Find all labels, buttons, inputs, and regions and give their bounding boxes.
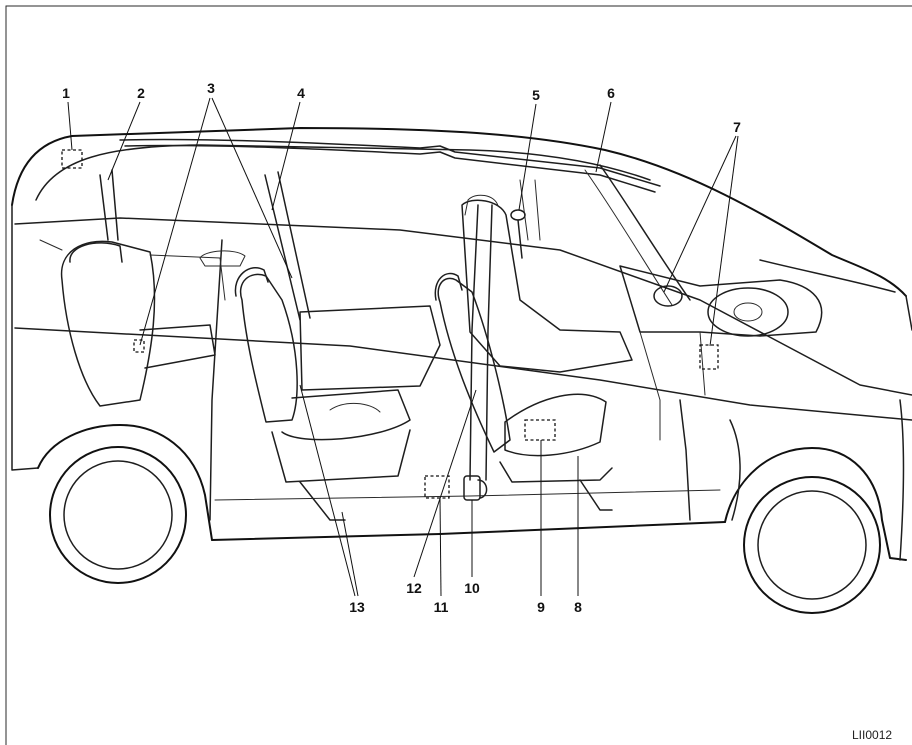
windshield-pillar: [599, 164, 691, 301]
steering-wheel: [707, 287, 789, 337]
dashboard-outline: [619, 265, 823, 337]
front-far-backrest: [461, 199, 633, 373]
third-row-seat: [39, 239, 226, 407]
second-row-cushion: [281, 389, 411, 441]
far-seat-body: [299, 305, 441, 391]
leader-line-3b: [211, 97, 293, 279]
component-markers: [61, 149, 719, 499]
figure-code: LII0012: [852, 728, 892, 742]
rear-tire: [49, 446, 187, 584]
leader-line-12: [413, 389, 477, 578]
near-belt-line: [14, 327, 912, 421]
retractor-icon: [510, 209, 526, 221]
front-tire: [743, 476, 881, 614]
steering-hub: [733, 302, 763, 322]
callout-1: 1: [62, 85, 70, 101]
callout-6: 6: [607, 85, 615, 101]
leader-lines: [67, 97, 739, 597]
callout-13: 13: [349, 599, 365, 615]
leader-line-7b: [709, 135, 739, 347]
belt-lines: [14, 217, 912, 501]
second-row-far-seat: [199, 250, 441, 391]
roof-outline: [11, 127, 907, 297]
front-door-edge: [679, 399, 741, 521]
rear-wheel: [49, 446, 187, 584]
second-row-headrest: [234, 267, 269, 297]
callout-9: 9: [537, 599, 545, 615]
front-face: [899, 295, 912, 561]
rear-rim: [63, 460, 173, 570]
callout-7: 7: [733, 119, 741, 135]
marker-11: [424, 475, 450, 499]
front-near-seat: [434, 272, 613, 511]
callout-2: 2: [137, 85, 145, 101]
callout-3: 3: [207, 80, 215, 96]
far-door-window: [519, 179, 541, 241]
leader-line-6: [595, 101, 612, 173]
rear-body-edge: [11, 204, 39, 471]
anchor-icon: [477, 479, 488, 499]
front-backrest: [437, 277, 511, 453]
roof-rail-upper: [119, 138, 661, 187]
rear-pillar: [99, 169, 119, 241]
third-row-cushion: [139, 324, 216, 369]
callout-11: 11: [434, 599, 449, 615]
leader-line-3a: [139, 97, 211, 346]
leader-line-2: [107, 101, 141, 181]
callout-12: 12: [406, 580, 422, 596]
shoulder-belt: [517, 219, 523, 259]
center-pillar-front: [264, 171, 311, 321]
marker-9: [524, 419, 556, 441]
marker-3: [133, 339, 145, 353]
second-row-near-seat: [234, 267, 411, 521]
marker-1: [61, 149, 83, 169]
second-row-backrest: [239, 273, 298, 423]
leader-line-7a: [663, 135, 737, 293]
leader-line-4: [271, 101, 301, 211]
b-pillar-right: [485, 204, 493, 481]
callout-8: 8: [574, 599, 582, 615]
front-far-seat: [461, 194, 633, 373]
callout-labels: 1 2 3 4 5 6 7 8 9 10 11 12 13: [62, 80, 741, 615]
leader-line-5: [518, 103, 537, 211]
second-row-base: [271, 429, 411, 521]
sliding-door-edge: [209, 239, 223, 521]
center-console: [639, 331, 706, 441]
callout-4: 4: [297, 85, 305, 101]
far-steering-wheel: [653, 285, 683, 307]
leader-line-13a: [299, 384, 356, 597]
front-rim: [757, 490, 867, 600]
far-seat-headrest: [199, 250, 246, 267]
dashboard: [619, 265, 823, 441]
front-wheel: [743, 476, 881, 614]
third-row-far-back: [39, 239, 226, 301]
front-cushion: [504, 393, 607, 457]
front-seat-base: [499, 461, 613, 511]
floor-line: [214, 489, 721, 501]
front-wheel-arch: [724, 447, 907, 561]
figure-frame: [5, 5, 912, 745]
pillars-doors: [99, 169, 741, 521]
b-pillar-left: [469, 204, 479, 481]
side-sill: [211, 521, 726, 541]
callout-10: 10: [464, 580, 480, 596]
leader-line-1: [67, 101, 73, 151]
third-row-backrest: [60, 240, 156, 407]
rear-wheel-arch: [37, 424, 213, 541]
headliner-line: [35, 144, 651, 201]
seatbelt-hardware: [463, 209, 526, 501]
callout-5: 5: [532, 87, 540, 103]
leader-line-11: [439, 497, 442, 597]
hood-line: [759, 259, 896, 293]
roof-rail-lower: [124, 144, 656, 193]
marker-7: [699, 344, 719, 370]
leader-line-13b: [341, 511, 359, 597]
far-belt-line: [14, 217, 912, 396]
vehicle-body: [11, 127, 912, 561]
front-headrest: [434, 272, 463, 301]
front-far-headrest: [464, 194, 499, 216]
second-row-armrest: [329, 403, 381, 413]
third-row-headrest: [69, 242, 123, 263]
